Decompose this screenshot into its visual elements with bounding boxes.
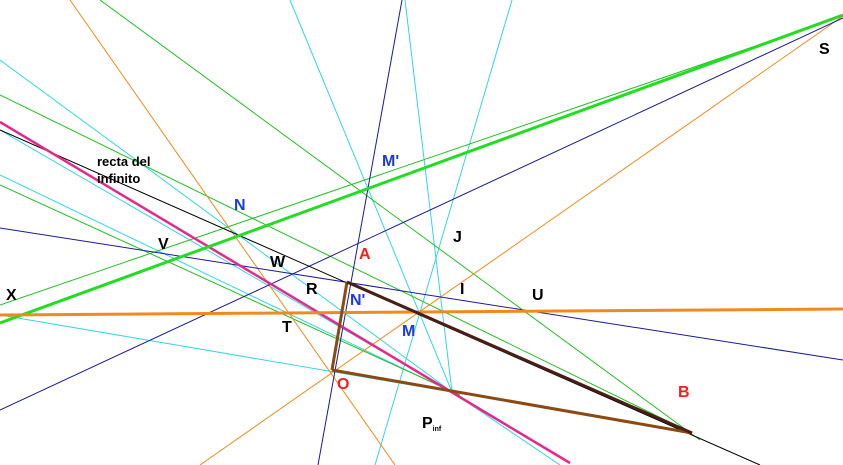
label-U: U	[532, 287, 544, 304]
triangle-AOB	[330, 280, 693, 435]
cyan-lines	[0, 0, 561, 465]
green-thin-lines	[0, 0, 843, 441]
green-line-1	[0, 94, 693, 434]
point-labels: recta del infinito N M' A J V W R N' I U…	[6, 41, 830, 433]
segment-OB	[331, 368, 693, 435]
orange-line-2	[199, 15, 843, 465]
green-thick-line	[0, 13, 843, 325]
label-N: N	[234, 197, 246, 214]
green-line-2	[99, 0, 701, 441]
segment-AB	[346, 280, 693, 435]
label-A: A	[359, 246, 371, 263]
navy-line-3	[317, 0, 403, 465]
navy-line-2	[0, 17, 843, 411]
green-line-4	[0, 184, 461, 396]
label-I: I	[460, 281, 464, 298]
label-M-prime: M'	[382, 153, 399, 170]
navy-line-1	[0, 227, 843, 361]
label-J: J	[453, 229, 462, 246]
label-P-inf: Pinf	[422, 415, 442, 433]
segment-AO	[330, 281, 349, 371]
label-M: M	[402, 323, 415, 340]
cyan-line-5	[0, 174, 453, 393]
cyan-line-1	[289, 0, 453, 393]
label-P-main: P	[422, 415, 433, 432]
label-R: R	[306, 281, 318, 298]
label-V: V	[158, 236, 169, 253]
green-line-3	[0, 15, 843, 306]
label-P-sub: inf	[433, 426, 442, 433]
label-N-prime: N'	[350, 292, 365, 309]
label-S: S	[819, 41, 830, 58]
label-T: T	[282, 319, 292, 336]
label-O: O	[337, 376, 349, 393]
cyan-line-3	[0, 59, 453, 393]
label-recta-line2: infinito	[97, 171, 140, 186]
label-W: W	[270, 254, 286, 271]
orange-thick-line	[0, 307, 843, 317]
label-X: X	[6, 287, 17, 304]
magenta-line	[0, 120, 571, 465]
label-B: B	[678, 384, 690, 401]
label-recta-line1: recta del	[97, 154, 150, 169]
cyan-line-7	[374, 0, 513, 465]
cyan-line-2	[404, 0, 453, 393]
